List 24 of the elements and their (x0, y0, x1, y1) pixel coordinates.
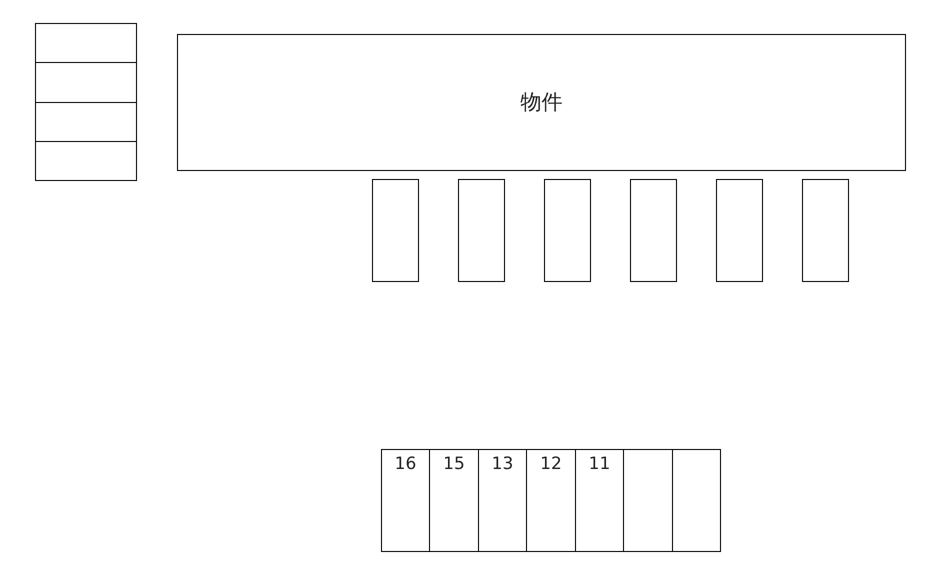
building-outline (177, 34, 906, 171)
parking-space (623, 449, 673, 552)
parking-space (35, 102, 137, 142)
parking-space (630, 179, 677, 282)
building-label: 物件 (520, 90, 562, 114)
parking-space (526, 449, 576, 552)
parking-space (802, 179, 849, 282)
space-number: 11 (588, 455, 610, 474)
parking-space (672, 449, 721, 552)
parking-space (372, 179, 419, 282)
parking-space (458, 179, 505, 282)
parking-space (575, 449, 624, 552)
space-number: 15 (443, 455, 465, 474)
space-number: 12 (540, 455, 562, 474)
parking-space (429, 449, 479, 552)
space-number: 16 (394, 455, 416, 474)
parking-space (544, 179, 591, 282)
parking-space (35, 62, 137, 103)
parking-space (35, 141, 137, 181)
parking-space (478, 449, 527, 552)
parking-space (716, 179, 763, 282)
parking-space (381, 449, 430, 552)
space-number: 13 (492, 455, 514, 474)
parking-space (35, 23, 137, 63)
